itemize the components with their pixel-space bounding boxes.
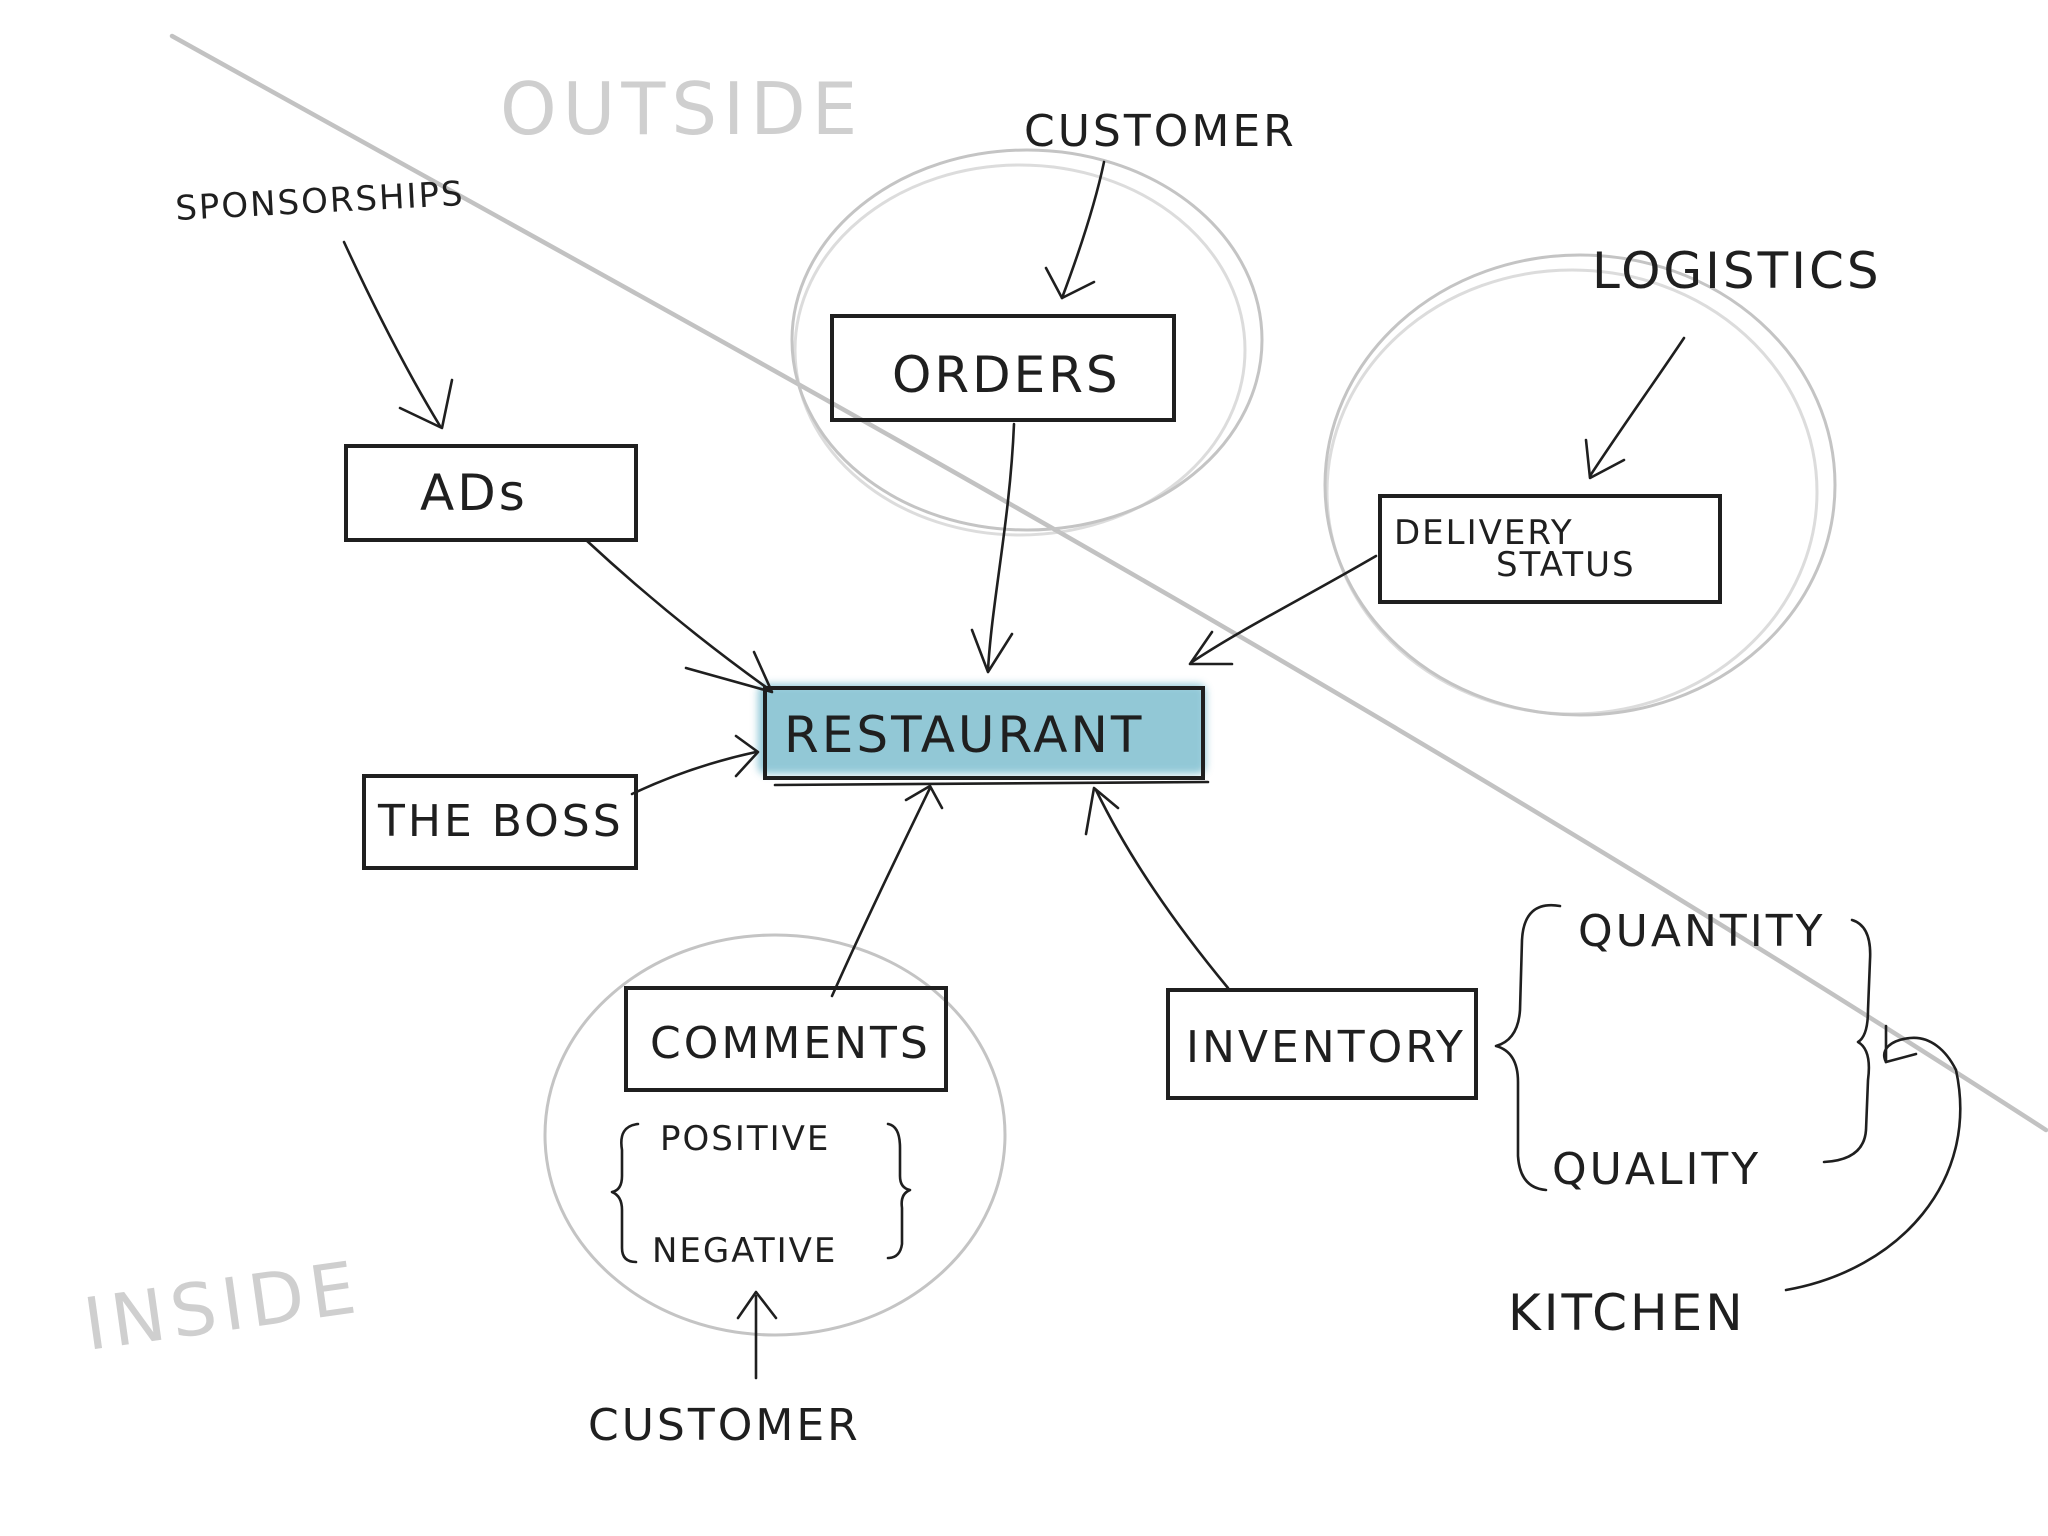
arrow-inventory-to-restaurant (1094, 788, 1230, 990)
arrowhead-customer-to-comments (736, 1290, 778, 1320)
restaurant-highlight (758, 684, 1206, 774)
arrow-ads-to-restaurant (584, 538, 772, 692)
inventory-label: INVENTORY (1186, 1022, 1466, 1073)
logistics-label: LOGISTICS (1592, 242, 1882, 300)
customer-bottom-label: CUSTOMER (588, 1400, 861, 1451)
comments-group-circle (543, 933, 1007, 1337)
delivery-status-label-line1: DELIVERY (1394, 513, 1574, 553)
arrowhead-comments-to-restaurant (904, 784, 944, 810)
logistics-group-circle-overlap (1325, 268, 1819, 716)
orders-group-circle-overlap (793, 163, 1247, 537)
arrowhead-inventory-to-restaurant (1084, 786, 1120, 836)
arrow-sponsorships-to-ads (342, 240, 442, 428)
arrow-kitchen-to-inventory-attributes (1784, 1036, 1962, 1292)
ads-box (344, 444, 638, 542)
arrowhead-ads-to-restaurant (684, 650, 774, 694)
arrow-logistics-to-delivery (1588, 336, 1686, 478)
the-boss-label: THE BOSS (377, 796, 624, 847)
arrowhead-delivery-to-restaurant (1188, 630, 1234, 666)
negative-label: NEGATIVE (652, 1231, 837, 1271)
kitchen-label: KITCHEN (1508, 1284, 1746, 1342)
the-boss-box (362, 774, 638, 870)
customer-top-label: CUSTOMER (1024, 106, 1297, 157)
zone-divider-line (169, 33, 2048, 1133)
arrow-customer-to-orders (1060, 160, 1106, 300)
arrow-boss-to-restaurant (630, 750, 758, 796)
inventory-brace-left (1494, 903, 1562, 1192)
logistics-group-circle (1323, 253, 1837, 717)
orders-group-circle (790, 148, 1264, 532)
comments-box (624, 986, 948, 1092)
arrowhead-sponsorships-to-ads (398, 378, 454, 430)
inventory-box (1166, 988, 1478, 1100)
sponsorships-label: SPONSORSHIPS (174, 174, 465, 229)
arrow-comments-to-restaurant (830, 786, 932, 998)
inventory-brace-right (1822, 918, 1872, 1164)
quantity-label: QUANTITY (1578, 906, 1825, 957)
delivery-status-box (1378, 494, 1722, 604)
arrowhead-logistics-to-delivery (1584, 438, 1626, 480)
restaurant-label: RESTAURANT (784, 706, 1144, 764)
orders-label: ORDERS (892, 346, 1121, 404)
comments-label: COMMENTS (650, 1018, 931, 1069)
arrowhead-customer-to-orders (1044, 266, 1096, 300)
zone-label-inside: INSIDE (79, 1245, 367, 1367)
arrow-delivery-to-restaurant (1190, 554, 1378, 664)
quality-label: QUALITY (1552, 1144, 1761, 1195)
arrowhead-orders-to-restaurant (970, 628, 1014, 674)
zone-label-outside: OUTSIDE (500, 67, 863, 151)
arrowhead-boss-to-restaurant (734, 734, 760, 778)
comments-brace-left (610, 1122, 640, 1264)
delivery-status-label-line2: STATUS (1496, 545, 1636, 585)
ads-label: ADs (420, 464, 528, 522)
restaurant-box (763, 686, 1205, 780)
positive-label: POSITIVE (660, 1119, 830, 1159)
restaurant-box-underline (773, 780, 1210, 787)
comments-brace-right (886, 1122, 912, 1260)
arrow-orders-to-restaurant (986, 422, 1016, 672)
orders-box (830, 314, 1176, 422)
arrowhead-kitchen-to-inventory-attributes (1884, 1024, 1918, 1064)
